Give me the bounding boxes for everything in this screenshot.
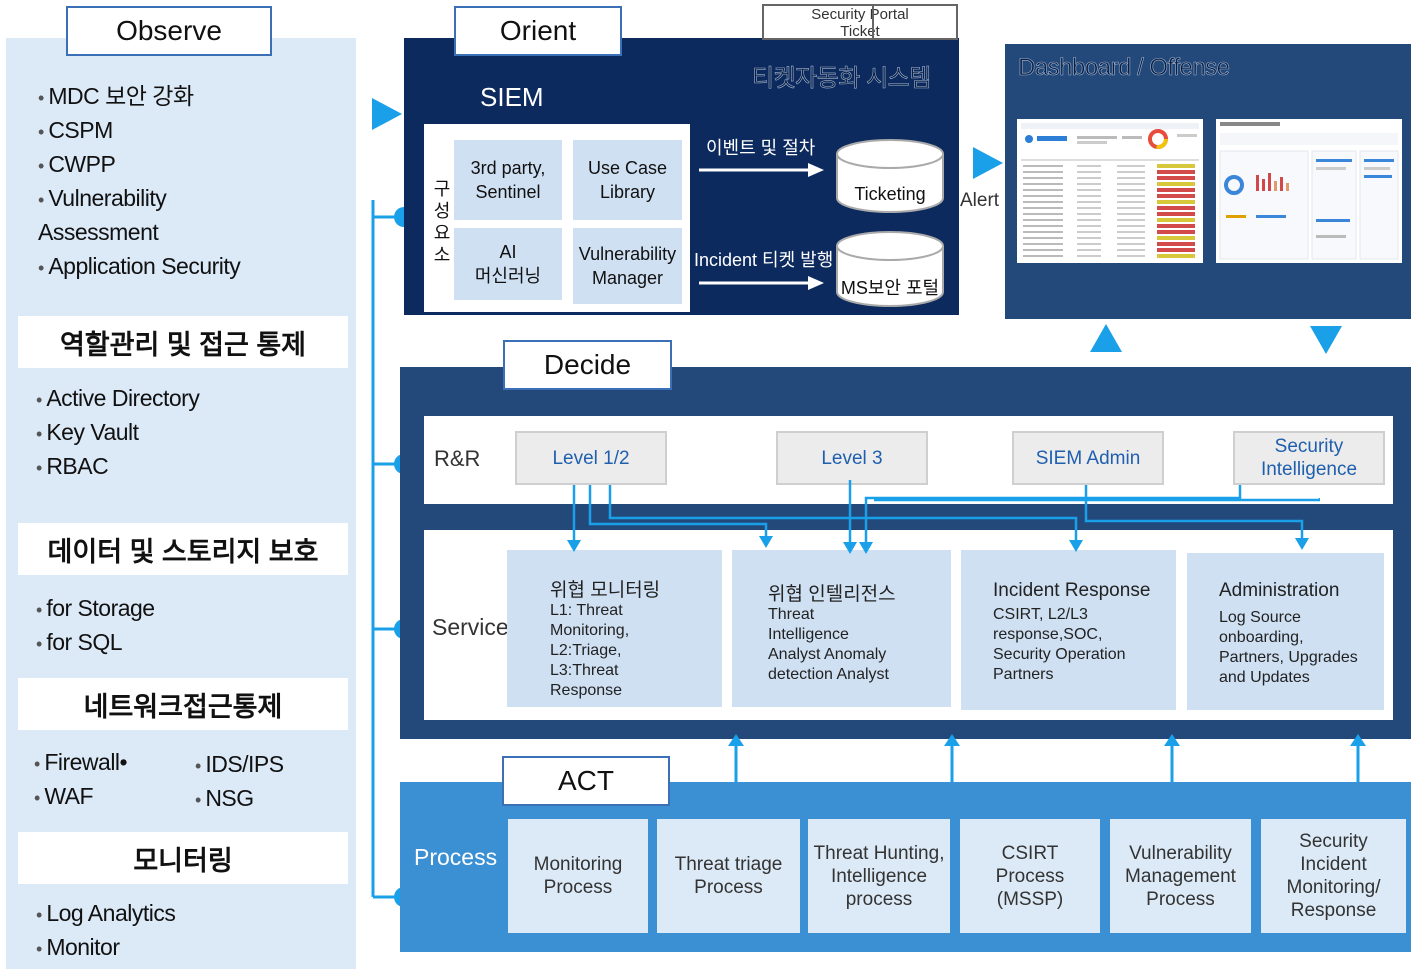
network-control-title: 네트워크접근통제 (18, 678, 348, 730)
list-item: for SQL (36, 626, 346, 660)
list-item: RBAC (36, 450, 346, 484)
service-card-monitoring (507, 550, 722, 707)
list-item: Key Vault (36, 416, 346, 450)
service-title: 위협 인텔리전스 (768, 584, 896, 605)
list-item: IDS/IPS (195, 748, 345, 782)
list-item: Monitor (36, 931, 346, 965)
list-item: Firewall• (34, 746, 184, 780)
network-list-left: Firewall• WAF (34, 746, 184, 814)
alert-arrow-icon (973, 147, 1003, 179)
siem-label: SIEM (480, 82, 544, 112)
service-card-intelligence (732, 550, 951, 707)
list-item: MDC 보안 강화 (38, 80, 348, 114)
dashboard-title: Dashboard / Offense (1018, 54, 1231, 82)
dashboard-screenshot-2 (1216, 119, 1402, 263)
service-body: Threat Intelligence Analyst Anomaly dete… (768, 606, 889, 683)
list-item: NSG (195, 782, 345, 816)
list-item: for Storage (36, 592, 346, 626)
orient-title: Orient (454, 6, 622, 56)
list-item: CWPP (38, 148, 348, 182)
security-portal-label: Security Portal Ticket (762, 4, 958, 40)
ticket-system-label: 티켓자동화 시스템 (752, 65, 932, 93)
connector-lines (371, 200, 404, 899)
ms-portal-database-icon (836, 231, 944, 307)
act-title: ACT (502, 756, 670, 806)
arrow-right-icon (372, 98, 402, 130)
access-control-title: 역할관리 및 접근 통제 (18, 316, 348, 368)
list-item: CSPM (38, 114, 348, 148)
component-3rd-party: 3rd party,Sentinel (454, 140, 562, 220)
data-protection-list: for Storage for SQL (36, 592, 346, 660)
list-item: WAF (34, 780, 184, 814)
service-title: Incident Response (993, 580, 1151, 601)
observe-title: Observe (66, 6, 272, 56)
flow-arrows (699, 163, 824, 290)
monitoring-title: 모니터링 (18, 832, 348, 884)
list-item: Vulnerability (38, 182, 348, 216)
process-label: Process (414, 844, 498, 870)
arrow-down-icon (1310, 326, 1342, 354)
service-card-incident (961, 550, 1176, 710)
observe-list: MDC 보안 강화 CSPM CWPP Vulnerability Assess… (38, 80, 348, 284)
flow-label-events: 이벤트 및 절차 (706, 138, 816, 158)
siem-admin-box: SIEM Admin (1012, 431, 1164, 485)
data-protection-title: 데이터 및 스토리지 보호 (18, 523, 348, 575)
service-label: Service (432, 614, 509, 640)
decide-title: Decide (503, 340, 672, 390)
dashboard-screenshot-1 (1017, 119, 1203, 263)
components-label: 구 성 요 소 (433, 179, 451, 265)
monitoring-list: Log Analytics Monitor (36, 897, 346, 965)
level-1-2-box: Level 1/2 (515, 431, 667, 485)
service-body: L1: Threat Monitoring, L2:Triage, L3:Thr… (550, 602, 630, 699)
ticketing-database-icon (836, 139, 944, 213)
list-item: Application Security (38, 250, 348, 284)
rr-label: R&R (434, 446, 481, 471)
ticketing-label: Ticketing (854, 184, 926, 204)
service-body: CSIRT, L2/L3 response,SOC, Security Oper… (993, 606, 1126, 683)
network-list-right: IDS/IPS NSG (195, 748, 345, 816)
ms-portal-label: MS보안 포털 (840, 278, 940, 298)
service-title: Administration (1219, 580, 1340, 601)
service-card-administration (1187, 553, 1384, 710)
access-control-list: Active Directory Key Vault RBAC (36, 382, 346, 484)
level-3-box: Level 3 (776, 431, 928, 485)
alert-label: Alert (960, 190, 1000, 211)
list-item: Log Analytics (36, 897, 346, 931)
list-item: Assessment (38, 219, 159, 245)
arrow-up-icon (1090, 324, 1122, 352)
flow-label-incident: Incident 티켓 발행 (694, 250, 834, 270)
rr-connector-lines (567, 480, 1320, 554)
list-item: Active Directory (36, 382, 346, 416)
service-title: 위협 모니터링 (550, 580, 661, 601)
service-body: Log Source onboarding, Partners, Upgrade… (1219, 609, 1358, 686)
